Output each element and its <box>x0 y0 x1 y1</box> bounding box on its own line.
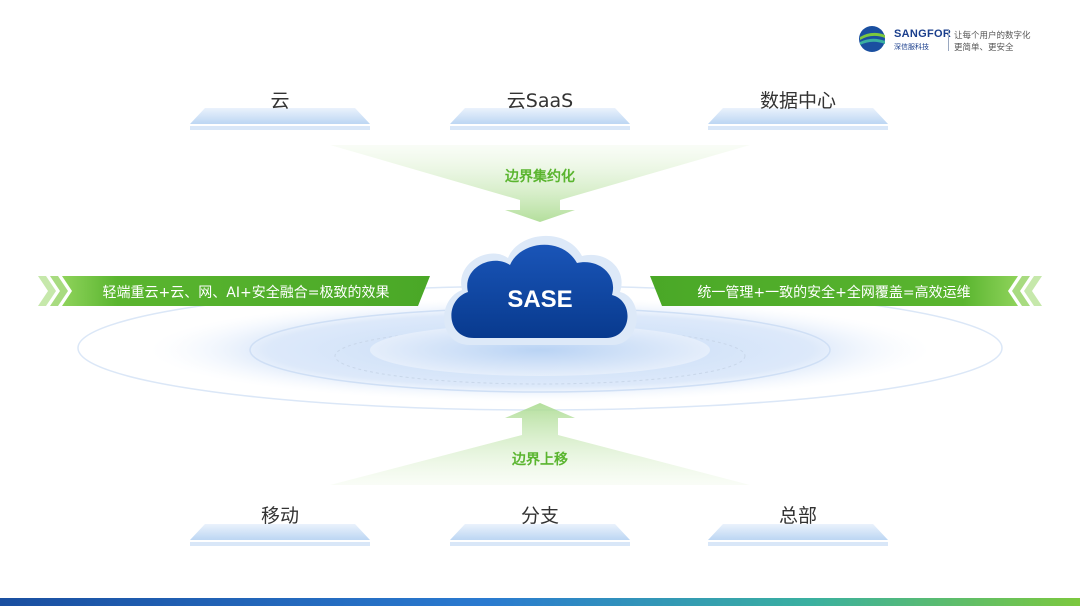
brand-name-cn: 深信服科技 <box>894 43 929 51</box>
left-banner <box>38 276 430 306</box>
bottom-funnel-arrow <box>330 403 750 485</box>
node-mobile: 移动 <box>260 505 299 527</box>
sangfor-logo: SANGFOR 深信服科技 让每个用户的数字化 更简单、更安全 <box>858 24 1038 56</box>
top-platforms <box>190 108 888 130</box>
node-branch: 分支 <box>520 505 559 527</box>
sase-cloud <box>444 235 637 345</box>
bottom-flow-label: 边界上移 <box>512 452 568 468</box>
node-cloud-saas: 云SaaS <box>506 90 574 112</box>
bottom-platforms <box>190 524 888 546</box>
top-funnel-arrow <box>330 145 750 222</box>
right-banner-text: 统一管理+一致的安全+全网覆盖=高效运维 <box>697 285 971 301</box>
sase-label: SASE <box>507 286 573 313</box>
sangfor-logo-icon <box>859 26 885 52</box>
slogan-line1: 让每个用户的数字化 <box>954 31 1031 41</box>
left-banner-text: 轻端重云+云、网、AI+安全融合=极致的效果 <box>102 285 390 301</box>
node-data-center: 数据中心 <box>759 90 836 112</box>
logo-divider <box>948 29 949 51</box>
brand-name: SANGFOR <box>894 28 952 40</box>
top-flow-label: 边界集约化 <box>505 169 575 185</box>
right-banner <box>650 276 1042 306</box>
node-cloud: 云 <box>270 90 290 112</box>
slogan-line2: 更简单、更安全 <box>954 43 1014 53</box>
footer-bar <box>0 598 1080 606</box>
node-headquarters: 总部 <box>778 505 817 527</box>
